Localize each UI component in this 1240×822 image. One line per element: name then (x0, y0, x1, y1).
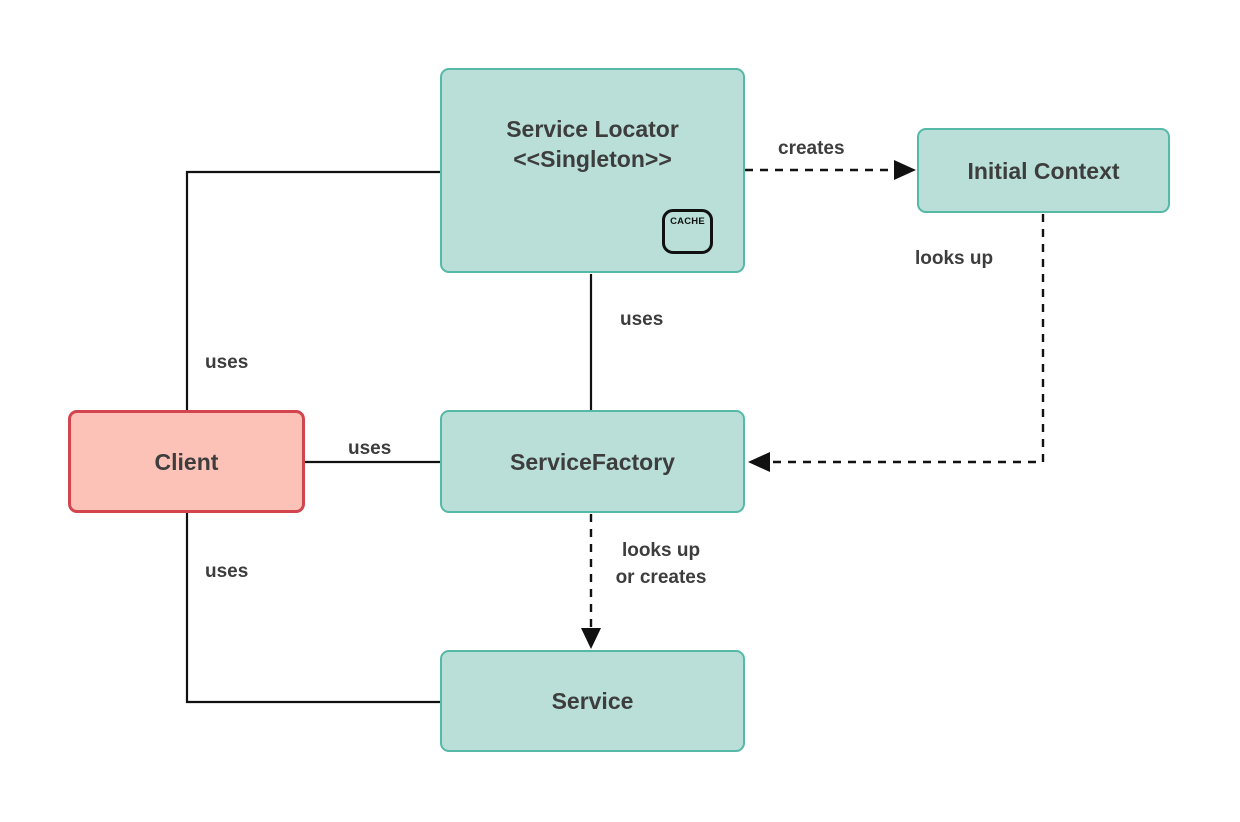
service-factory-label: ServiceFactory (510, 448, 675, 475)
edge-client-service-locator (185, 170, 440, 410)
service-locator-label: Service Locator <<Singleton>> (506, 116, 679, 172)
edge-label-creates: creates (778, 138, 845, 159)
edge-label-uses-client-service-factory: uses (348, 438, 392, 459)
edge-label-uses-client-service-locator: uses (205, 352, 249, 373)
node-client: Client (68, 410, 305, 513)
edge-label-looks-up: looks up (915, 248, 994, 269)
arrowhead-looks-up (748, 452, 770, 472)
cache-badge: CACHE (662, 209, 713, 254)
arrowhead-looks-up-or-creates (581, 628, 601, 649)
client-label: Client (154, 448, 219, 475)
initial-context-label: Initial Context (967, 157, 1120, 184)
edge-label-uses-service-locator-service-factory: uses (620, 309, 664, 330)
cache-badge-label: CACHE (670, 216, 705, 227)
arrowhead-creates (894, 160, 916, 180)
edge-label-uses-client-service: uses (205, 561, 249, 582)
edge-client-service (185, 513, 440, 704)
node-service-factory: ServiceFactory (440, 410, 745, 513)
service-label: Service (551, 688, 634, 714)
edge-initial-context-service-factory (770, 214, 1045, 464)
node-service-locator: Service Locator <<Singleton>> CACHE (440, 68, 745, 273)
node-service: Service (440, 650, 745, 752)
edge-label-looks-up-or-creates: looks up or creates (615, 540, 707, 588)
node-initial-context: Initial Context (917, 128, 1170, 213)
